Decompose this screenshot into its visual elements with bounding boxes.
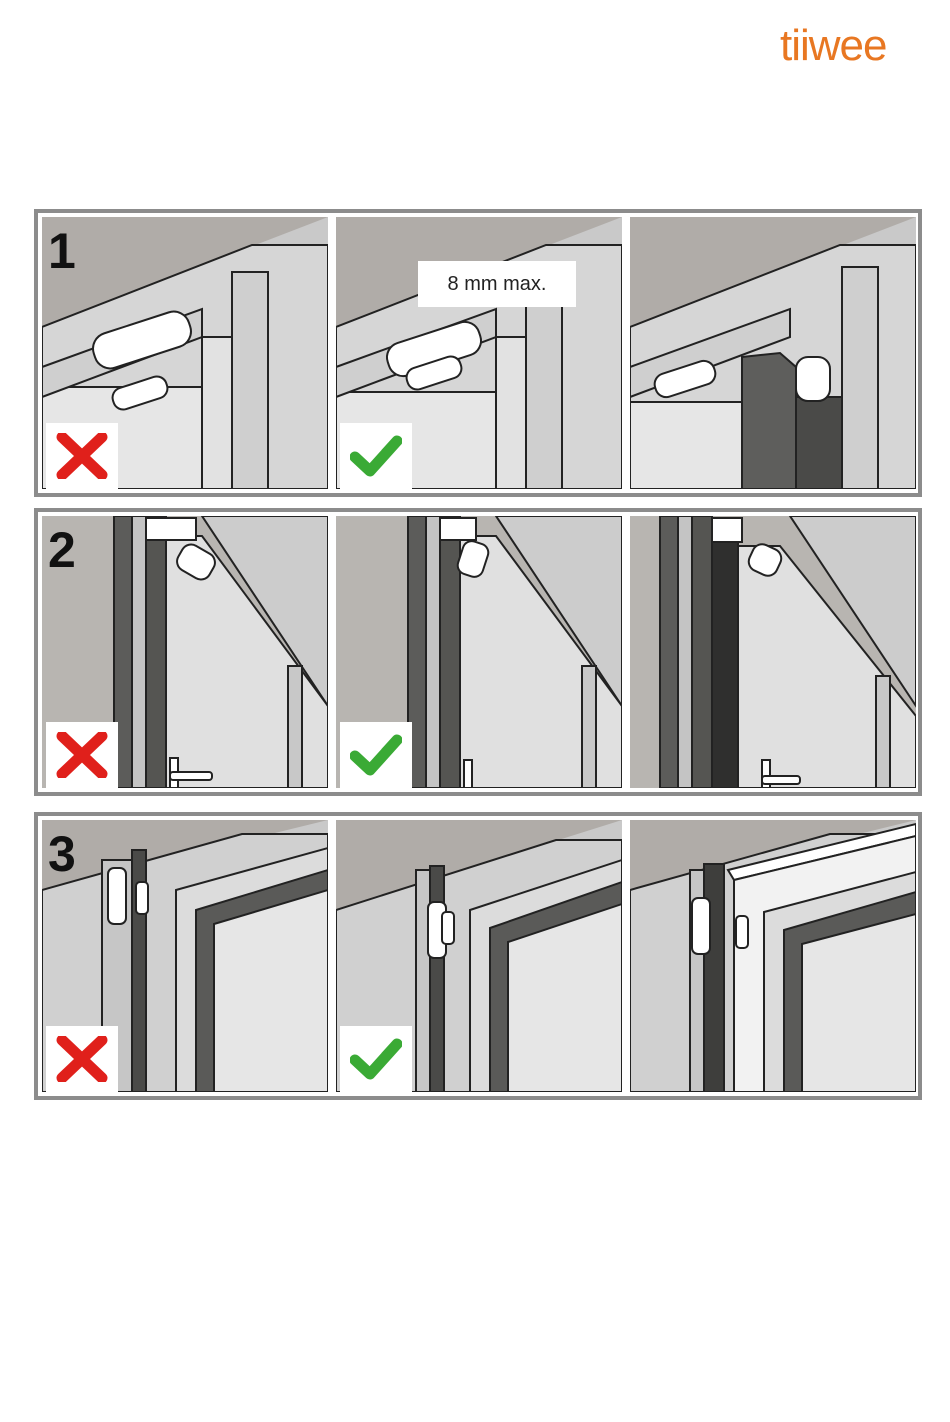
step-2-panel-correct (336, 516, 622, 788)
red-x-icon (56, 433, 108, 479)
red-x-icon (56, 732, 108, 778)
correct-badge (340, 423, 412, 489)
green-check-icon (350, 1036, 402, 1082)
step-3-panel-correct (336, 820, 622, 1092)
instruction-step-3: 3 (34, 812, 922, 1100)
step-number: 3 (48, 824, 76, 884)
incorrect-badge (46, 1026, 118, 1092)
step-3-panel-incorrect: 3 (42, 820, 328, 1092)
step-2-panel-incorrect: 2 (42, 516, 328, 788)
instruction-step-1: 1 8 mm max. (34, 209, 922, 497)
correct-badge (340, 1026, 412, 1092)
tiiwee-logo: tiiwee (780, 22, 910, 70)
sensor-on-frame-illustration (630, 820, 916, 1092)
incorrect-badge (46, 722, 118, 788)
step-1-panel-example (630, 217, 916, 489)
sensor-on-frame-illustration (630, 217, 916, 489)
green-check-icon (350, 433, 402, 479)
gap-callout: 8 mm max. (418, 261, 576, 307)
step-number: 2 (48, 520, 76, 580)
step-2-panel-example (630, 516, 916, 788)
correct-badge (340, 722, 412, 788)
incorrect-badge (46, 423, 118, 489)
step-1-panel-correct: 8 mm max. (336, 217, 622, 489)
step-number: 1 (48, 221, 76, 281)
instruction-step-2: 2 (34, 508, 922, 796)
green-check-icon (350, 732, 402, 778)
step-3-panel-example (630, 820, 916, 1092)
red-x-icon (56, 1036, 108, 1082)
step-1-panel-incorrect: 1 (42, 217, 328, 489)
sensor-on-frame-illustration (630, 516, 916, 788)
